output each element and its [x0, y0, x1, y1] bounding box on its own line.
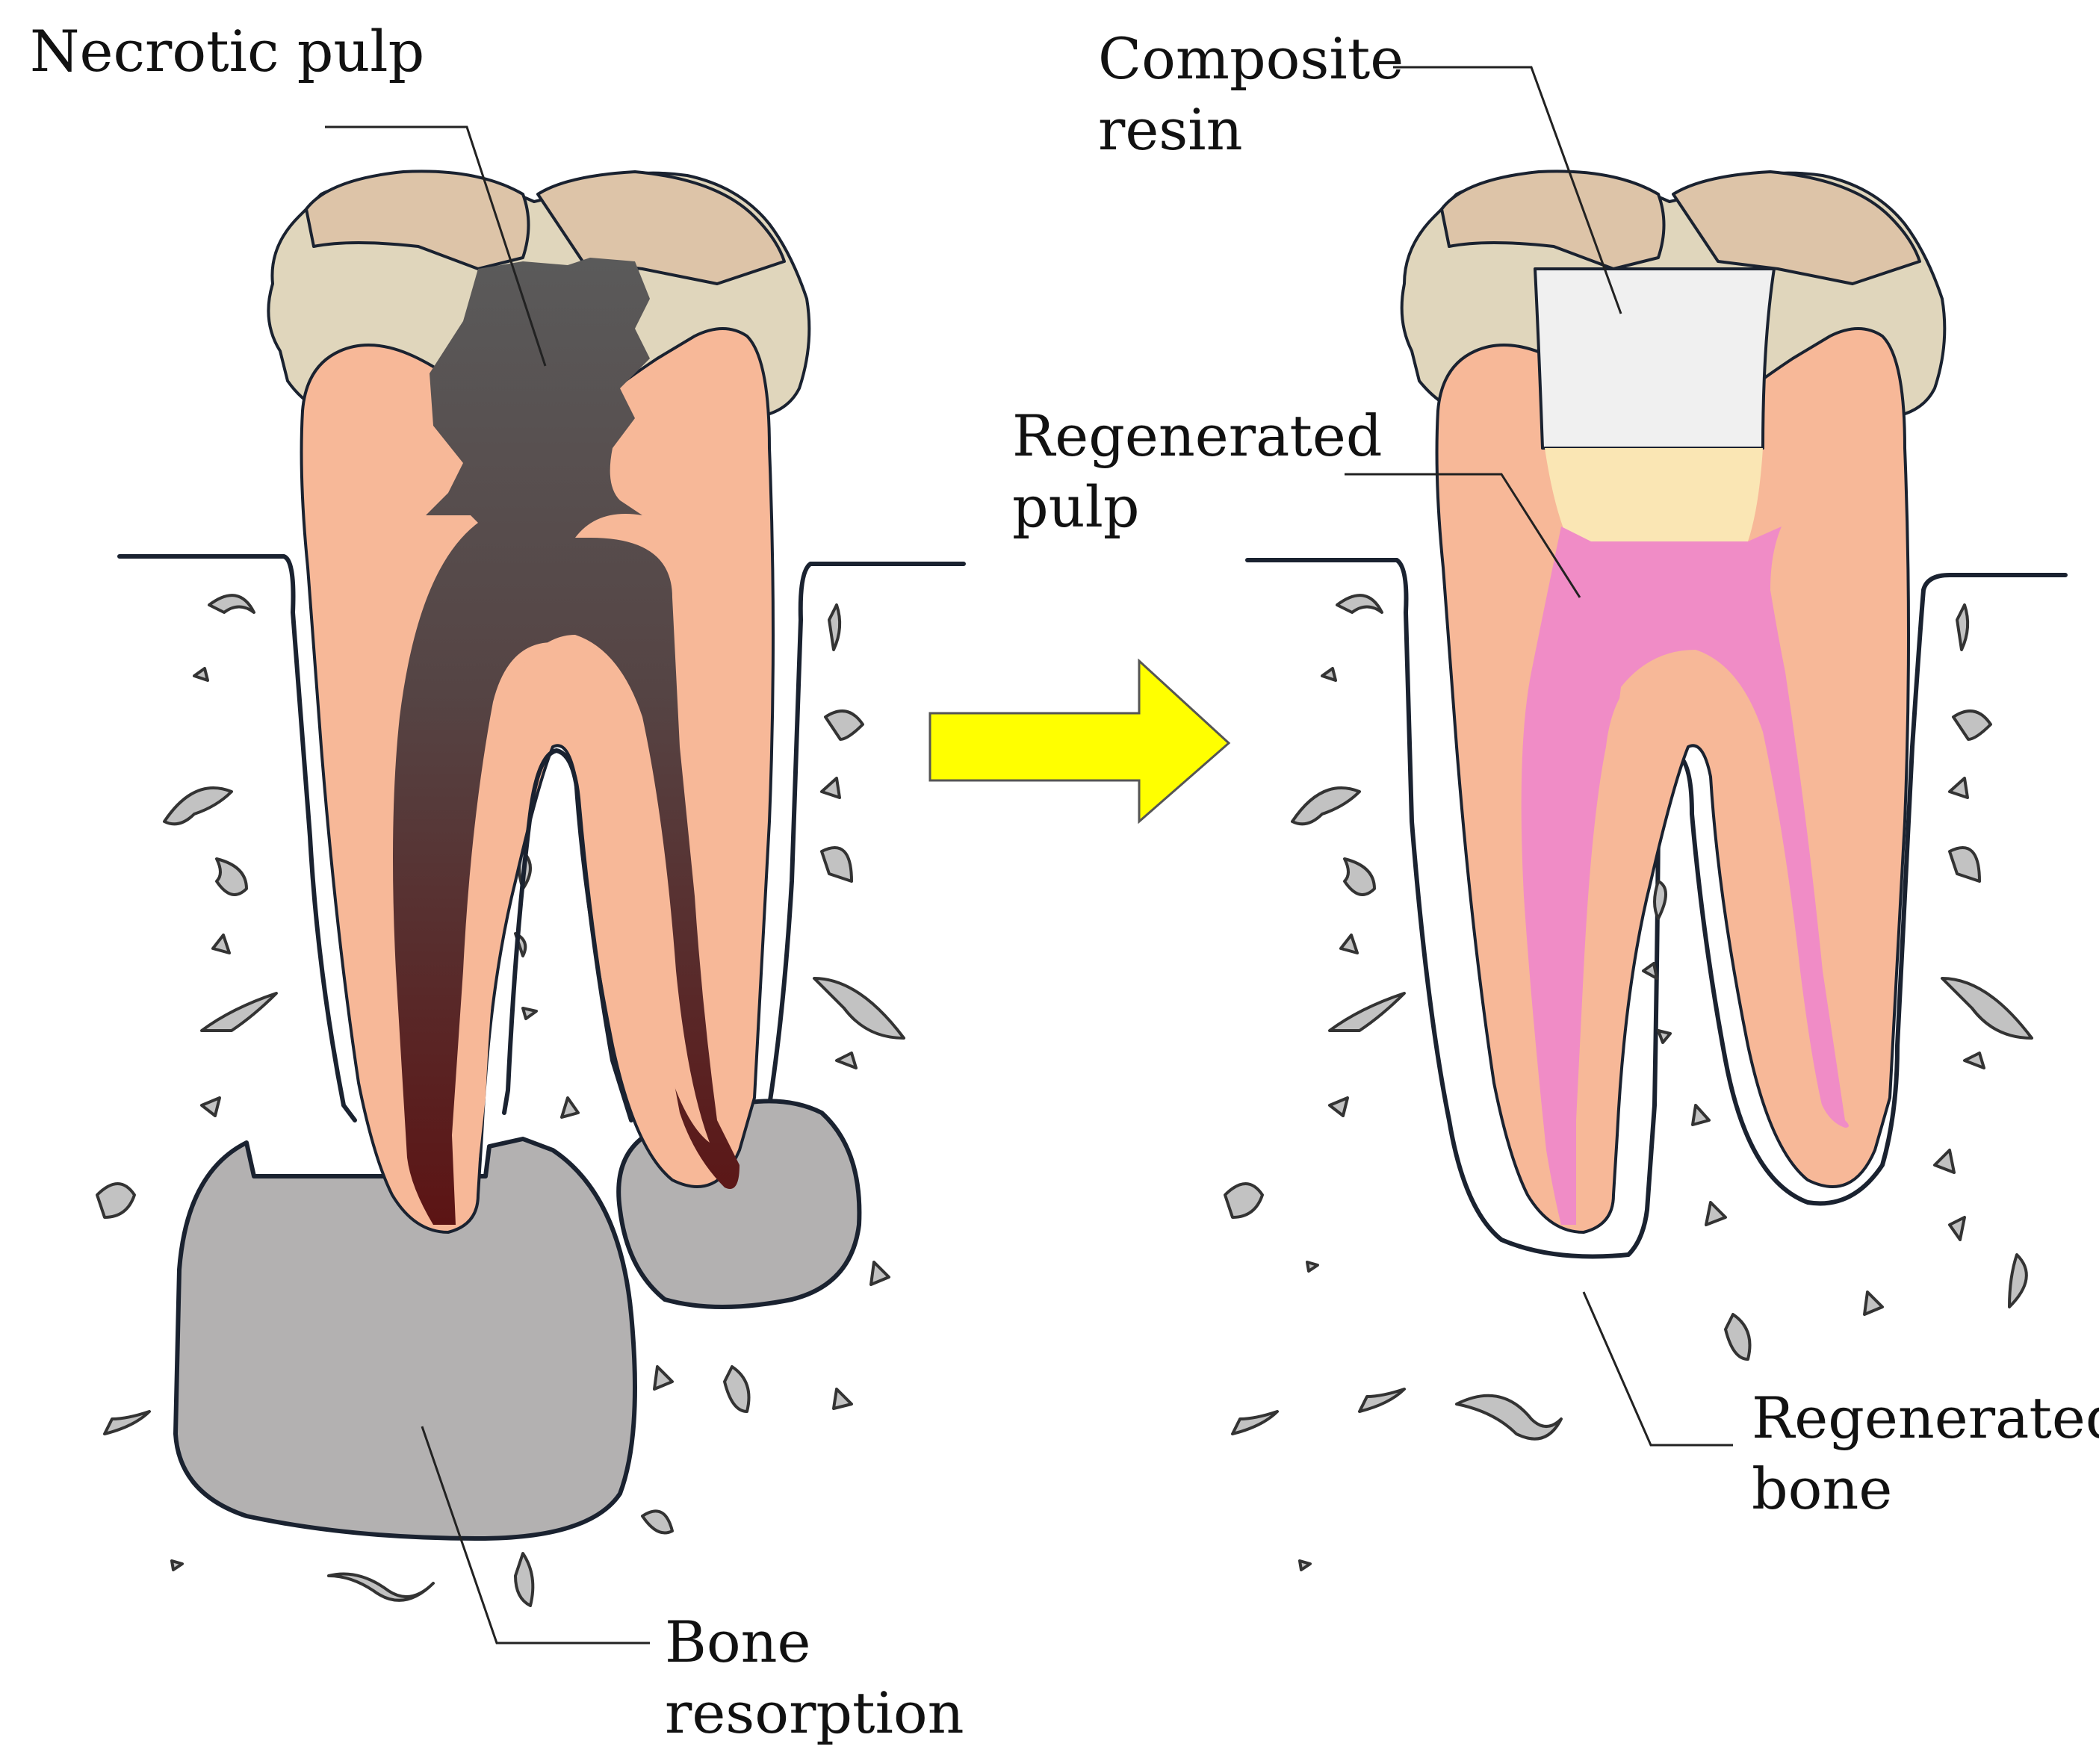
- label-regenerated-bone-line1: Regenerated: [1752, 1385, 2099, 1451]
- necrotic-pulp-region: [393, 258, 740, 1225]
- composite-resin-filling: [1534, 267, 1776, 450]
- label-regenerated-pulp: Regenerated pulp: [1012, 403, 1401, 540]
- regenerated-pulp-leader: [1345, 473, 1581, 598]
- right-dentin-core: [1597, 650, 1830, 1195]
- left-socket-outline-right: [767, 562, 966, 1108]
- resin-base-layer: [1545, 448, 1763, 541]
- label-regenerated-pulp-line1: Regenerated: [1012, 403, 1383, 469]
- composite-resin-leader: [1393, 66, 1622, 314]
- left-interroot-outline: [502, 748, 633, 1122]
- necrotic-pulp-leader: [325, 125, 547, 367]
- left-socket-outline: [117, 554, 357, 1122]
- label-composite-resin-line1: Composite: [1098, 25, 1404, 92]
- label-bone-resorption: Bone resorption: [665, 1609, 964, 1746]
- label-regenerated-bone-line2: bone: [1752, 1456, 1892, 1522]
- label-regenerated-bone: Regenerated bone: [1752, 1385, 2099, 1522]
- label-bone-resorption-line2: resorption: [665, 1680, 964, 1746]
- left-bone-fragments: [96, 594, 905, 1607]
- right-cusps: [1440, 170, 1921, 285]
- label-composite-resin: Composite resin: [1098, 25, 1421, 163]
- bone-resorption-leader: [421, 1426, 650, 1645]
- label-bone-resorption-line1: Bone: [665, 1609, 811, 1675]
- regenerated-pulp-region: [1521, 527, 1849, 1225]
- right-bone-fragments-extra: [1306, 603, 2033, 1441]
- regenerated-bone-leader: [1582, 1291, 1733, 1447]
- right-socket-outline: [1245, 558, 2068, 1259]
- label-composite-resin-line2: resin: [1098, 96, 1243, 163]
- label-regenerated-pulp-line2: pulp: [1012, 473, 1140, 540]
- bone-resorption-lesion-large: [173, 1137, 637, 1541]
- label-necrotic-pulp: Necrotic pulp: [30, 18, 424, 84]
- regenerated-tooth-illustration: [1224, 170, 2068, 1572]
- right-arrow-icon: [928, 658, 1231, 824]
- left-cusps: [305, 170, 786, 285]
- left-dentin-core: [469, 635, 710, 1165]
- necrotic-tooth-illustration: [96, 170, 966, 1607]
